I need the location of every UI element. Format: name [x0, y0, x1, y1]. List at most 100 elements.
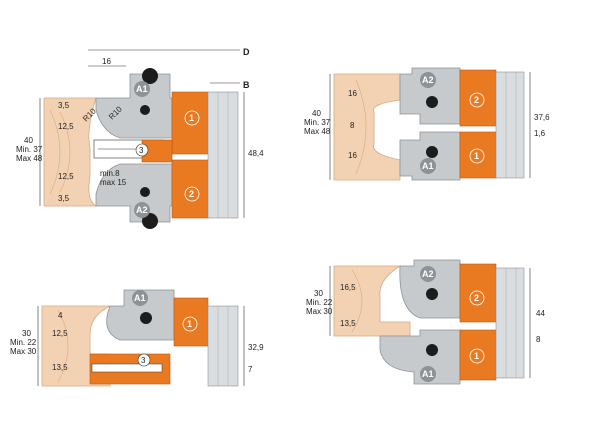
height-dim-min: Min. 22: [10, 338, 37, 347]
diagram-bottom-left: A1 1 3 4 12,5 13,5 30 Min. 22 Max 30 32,…: [10, 289, 264, 387]
label-2: 2: [474, 95, 479, 105]
label-3: 3: [141, 356, 146, 365]
right-dim: 32,9: [248, 343, 264, 352]
height-dim-max: Max 48: [16, 154, 43, 163]
steel-body-a1: [106, 289, 175, 341]
bolt-icon: [142, 213, 158, 229]
orange-blade-2: [459, 263, 497, 323]
bolt-icon: [426, 288, 438, 300]
wood-grain: [351, 269, 363, 333]
bolt-icon: [140, 105, 150, 115]
dim-top-16: 16: [102, 57, 111, 66]
wood-grain: [355, 79, 367, 175]
bolt-icon: [140, 312, 152, 324]
numbered-circle-icon: [420, 366, 436, 382]
numbered-circle-icon: [420, 158, 436, 174]
numbered-circle-icon: [420, 72, 436, 88]
label-1: 1: [189, 113, 194, 123]
diagram-bottom-right: A2 A1 2 1 16,5 13,5 30 Min. 22 Max 30 44…: [306, 259, 545, 385]
label-a2: A2: [136, 205, 148, 215]
numbered-circle-icon: [420, 266, 436, 282]
label-3: 3: [139, 146, 144, 155]
left-dim: 3,5: [58, 101, 70, 110]
orange-blade-1: [173, 297, 209, 347]
numbered-circle-icon: [132, 290, 148, 306]
height-dim-max: Max 30: [10, 347, 37, 356]
left-dim: 16: [348, 89, 357, 98]
height-dim-min: Min. 37: [304, 118, 331, 127]
label-a2: A2: [422, 269, 434, 279]
left-dim: 13,5: [52, 363, 68, 372]
cutter-teeth: [207, 91, 239, 219]
height-dim-max: Max 48: [304, 127, 331, 136]
numbered-circle-icon: [184, 186, 200, 202]
numbered-circle-icon: [134, 202, 150, 218]
right-dim: 44: [536, 309, 545, 318]
label-1: 1: [474, 151, 479, 161]
steel-body-a1: [379, 329, 461, 385]
left-dim: 12,5: [58, 122, 74, 131]
left-dim: 12,5: [58, 172, 74, 181]
numbered-circle-icon: [135, 143, 149, 157]
right-dim: 8: [536, 335, 541, 344]
numbered-circle-icon: [134, 81, 150, 97]
cutter-teeth: [495, 71, 525, 179]
wood-grain: [59, 111, 71, 193]
numbered-circle-icon: [184, 110, 200, 126]
wood-grain: [57, 309, 69, 383]
height-dim: 30: [314, 289, 323, 298]
right-dim: 48,4: [248, 149, 264, 158]
diagram-top-left: D B 16 A1 A2 1: [16, 47, 264, 229]
height-dim: 40: [312, 109, 321, 118]
numbered-circle-icon: [469, 148, 485, 164]
label-a1: A1: [422, 369, 434, 379]
label-2: 2: [189, 189, 194, 199]
label-a2: A2: [422, 75, 434, 85]
left-dim: 3,5: [58, 194, 70, 203]
cutter-teeth: [207, 305, 239, 387]
left-dim: 12,5: [52, 329, 68, 338]
bolt-icon: [426, 344, 438, 356]
orange-blade-1: [459, 131, 497, 179]
label-a1: A1: [136, 84, 148, 94]
wood-grain: [49, 109, 61, 195]
orange-blade-1: [459, 329, 497, 381]
label-a1: A1: [422, 161, 434, 171]
steel-body-a1: [95, 73, 173, 139]
left-dim: 4: [58, 311, 63, 320]
height-dim-min: Min. 22: [306, 298, 333, 307]
bolt-icon: [142, 68, 158, 84]
height-dim: 30: [22, 329, 31, 338]
right-dim: 37,6: [534, 113, 550, 122]
slot-tongue: [91, 363, 163, 373]
left-dim: 8: [350, 121, 355, 130]
cutter-teeth: [495, 267, 525, 379]
slot-dim-max: max 15: [100, 178, 127, 187]
slot-dim-min: min.8: [100, 169, 120, 178]
dim-label-d: D: [243, 47, 250, 57]
numbered-circle-icon: [182, 316, 198, 332]
label-a1: A1: [134, 293, 146, 303]
label-1: 1: [187, 319, 192, 329]
workpiece-wood: [333, 265, 411, 337]
left-dim: 16: [348, 151, 357, 160]
label-2: 2: [474, 293, 479, 303]
bolt-icon: [426, 96, 438, 108]
height-dim: 40: [24, 136, 33, 145]
workpiece-wood: [333, 73, 401, 181]
height-dim-max: Max 30: [306, 307, 333, 316]
orange-blade-2: [459, 69, 497, 127]
left-dim: 16,5: [340, 283, 356, 292]
left-dim: 13,5: [340, 319, 356, 328]
diagram-top-right: A2 A1 2 1 16 8 16 40 Min. 37 Max 48 37,6…: [304, 67, 550, 181]
numbered-circle-icon: [469, 290, 485, 306]
numbered-circle-icon: [469, 92, 485, 108]
orange-blade-1: [171, 91, 209, 155]
right-dim: 1,6: [534, 129, 546, 138]
numbered-circle-icon: [137, 353, 151, 367]
label-1: 1: [474, 351, 479, 361]
steel-body-a2: [95, 163, 173, 223]
right-dim: 7: [248, 365, 253, 374]
height-dim-min: Min. 37: [16, 145, 43, 154]
